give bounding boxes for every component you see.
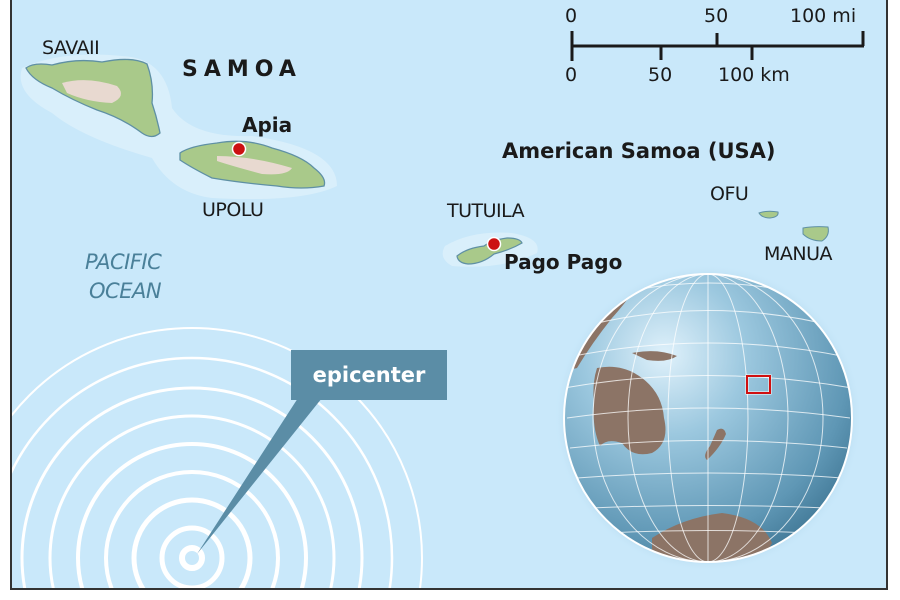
epicenter-point[interactable] xyxy=(189,555,195,561)
new-zealand-land xyxy=(705,428,726,460)
pago-pago-label: Pago Pago xyxy=(504,250,623,274)
australia-land xyxy=(593,366,666,455)
epicenter-callout: epicenter xyxy=(291,350,447,400)
apia-city-marker[interactable] xyxy=(231,141,247,157)
new-guinea-land xyxy=(632,351,677,361)
scale-mi-0: 0 xyxy=(565,5,578,27)
scale-km-0: 0 xyxy=(565,64,578,86)
upolu-label: UPOLU xyxy=(202,199,264,221)
map-frame: SAVAII SAMOA Apia UPOLU PACIFIC OCEAN Am… xyxy=(10,0,888,590)
upolu-island xyxy=(179,140,326,189)
pacific-ocean-label-line1: PACIFIC xyxy=(85,250,162,274)
locator-globe xyxy=(554,264,862,572)
scale-km-100: 100 km xyxy=(718,64,790,86)
tutuila-island xyxy=(456,237,523,265)
callout-pointer xyxy=(197,398,322,554)
scale-mi-50: 50 xyxy=(704,5,729,27)
manua-label: MANUA xyxy=(764,243,833,265)
apia-label: Apia xyxy=(242,113,293,137)
savaii-island xyxy=(25,58,161,138)
scale-km-50: 50 xyxy=(648,64,673,86)
tutuila-label: TUTUILA xyxy=(447,200,525,222)
samoa-country-label: SAMOA xyxy=(182,57,302,82)
map-canvas xyxy=(12,31,865,588)
manua-island xyxy=(802,226,829,242)
seismic-rings xyxy=(12,327,423,588)
pago-pago-city-marker[interactable] xyxy=(486,236,502,252)
ofu-label: OFU xyxy=(710,183,749,205)
american-samoa-country-label: American Samoa (USA) xyxy=(502,139,776,163)
pacific-ocean-label-line2: OCEAN xyxy=(89,279,162,303)
scale-mi-100: 100 mi xyxy=(790,5,857,27)
ofu-island xyxy=(758,210,779,219)
savaii-label: SAVAII xyxy=(42,37,100,59)
scale-bar xyxy=(570,31,865,61)
locator-highlight-box xyxy=(746,375,771,394)
